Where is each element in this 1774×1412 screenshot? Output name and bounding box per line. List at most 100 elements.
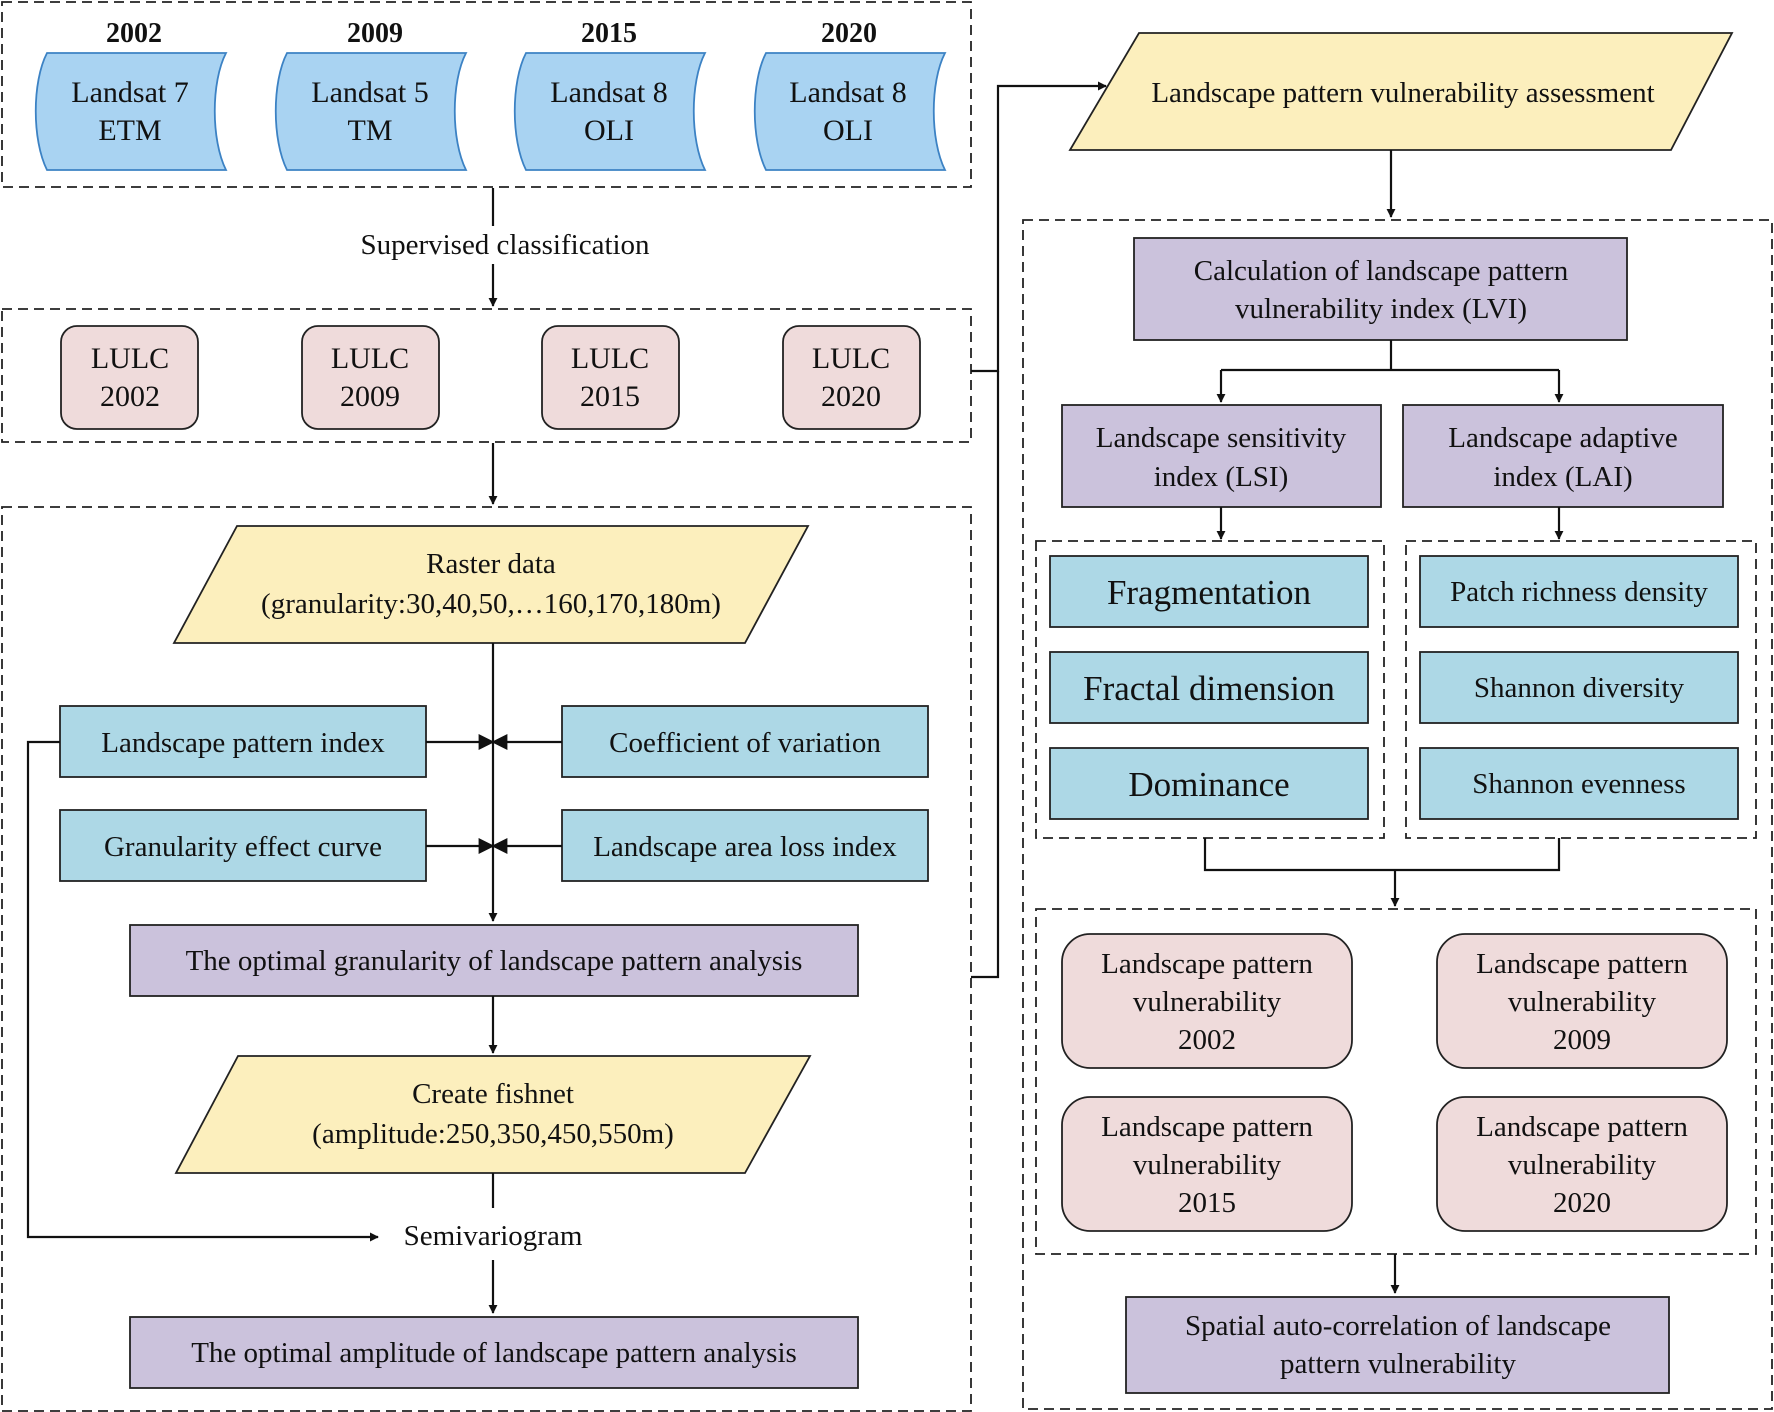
dominance-node: Dominance [1049,747,1369,820]
box [129,1316,859,1389]
granularity-effect-curve-node: Granularity effect curve [59,809,427,882]
lulc-box [782,325,921,430]
parallelogram-shape [174,1055,812,1174]
assessment-node: Landscape pattern vulnerability assessme… [1068,32,1734,151]
lai-line1: Landscape adaptive [1448,422,1677,454]
label: Fragmentation [1107,573,1311,612]
line2: vulnerability [1508,1149,1657,1181]
lvi-line1: Calculation of landscape pattern [1194,255,1569,287]
box [1402,404,1724,508]
lulc-label: LULC [331,342,409,375]
line1: Landscape pattern [1476,1111,1688,1143]
line2: vulnerability [1133,986,1282,1018]
vulnerability-2002-node: Landscape pattern vulnerability 2002 [1061,933,1353,1069]
lulc-2002-node: LULC 2002 [60,325,199,430]
label: The optimal amplitude of landscape patte… [191,1337,797,1369]
parallelogram-shape [172,525,810,644]
merge-connector [1203,838,1561,872]
label: Landscape pattern vulnerability assessme… [1151,77,1654,109]
granularity-to-assessment-line [971,371,1000,979]
line2: vulnerability [1508,986,1657,1018]
fishnet-amplitude: (amplitude:250,350,450,550m) [312,1118,674,1150]
box [1133,237,1628,341]
box [1436,1096,1728,1232]
line1: Landscape pattern [1101,1111,1313,1143]
shannon-diversity-node: Shannon diversity [1419,651,1739,724]
box [1419,651,1739,724]
box [1125,1296,1670,1394]
year: 2009 [1553,1024,1611,1056]
spatial-line2: pattern vulnerability [1280,1348,1516,1380]
lulc-year: 2015 [580,380,640,413]
sensor-name: Landsat 8 [550,76,667,109]
raster-title: Raster data [426,548,556,580]
lulc-group-frame [1,308,972,443]
satellite-group-frame [1,1,972,188]
label: Shannon diversity [1474,672,1685,704]
vulnerability-analysis-frame [1022,219,1773,1410]
landscape-area-loss-node: Landscape area loss index [561,809,929,882]
lulc-to-assessment-arrow [971,81,1107,373]
lsi-node: Landscape sensitivity index (LSI) [1061,404,1382,508]
stored-data-shape [34,52,228,171]
sensor-type: OLI [584,114,634,147]
supervised-classification-label: Supervised classification [360,229,650,261]
lsi-indicator-frame [1035,540,1385,839]
sensor-type: OLI [823,114,873,147]
sensor-name: Landsat 5 [311,76,428,109]
lai-node: Landscape adaptive index (LAI) [1402,404,1724,508]
stored-data-shape [753,52,947,171]
lvi-line2: vulnerability index (LVI) [1235,293,1527,325]
sensor-type: TM [348,114,393,147]
box [129,924,859,997]
line1: Landscape pattern [1101,948,1313,980]
lvi-node: Calculation of landscape pattern vulnera… [1133,237,1628,341]
satellite-2020-node: 2020 Landsat 8 OLI [753,18,947,171]
lulc-2015-node: LULC 2015 [541,325,680,430]
parallelogram-shape [1068,32,1734,151]
optimal-granularity-node: The optimal granularity of landscape pat… [129,924,859,997]
vulnerability-2015-node: Landscape pattern vulnerability 2015 [1061,1096,1353,1232]
pattern-index-to-semivariogram [26,740,379,1242]
box [1049,555,1369,628]
box [59,809,427,882]
landscape-pattern-index-node: Landscape pattern index [59,705,427,778]
box [1049,747,1369,820]
year-label: 2009 [347,18,403,49]
line2: vulnerability [1133,1149,1282,1181]
year: 2020 [1553,1187,1611,1219]
spatial-line1: Spatial auto-correlation of landscape [1185,1310,1611,1342]
label: Granularity effect curve [104,831,382,863]
label: Coefficient of variation [609,727,881,759]
granularity-analysis-frame [1,506,972,1412]
sensor-name: Landsat 7 [71,76,188,109]
spatial-autocorrelation-node: Spatial auto-correlation of landscape pa… [1125,1296,1670,1394]
year: 2015 [1178,1187,1236,1219]
lulc-label: LULC [571,342,649,375]
year-label: 2015 [581,18,637,49]
shannon-evenness-node: Shannon evenness [1419,747,1739,820]
year-label: 2002 [106,18,162,49]
lulc-2009-node: LULC 2009 [301,325,440,430]
box [1419,747,1739,820]
lulc-year: 2009 [340,380,400,413]
lulc-year: 2002 [100,380,160,413]
fractal-dimension-node: Fractal dimension [1049,651,1369,724]
lulc-box [301,325,440,430]
coefficient-of-variation-node: Coefficient of variation [561,705,929,778]
satellite-2002-node: 2002 Landsat 7 ETM [34,18,228,171]
fragmentation-node: Fragmentation [1049,555,1369,628]
vulnerability-2020-node: Landscape pattern vulnerability 2020 [1436,1096,1728,1232]
lulc-year: 2020 [821,380,881,413]
label: The optimal granularity of landscape pat… [186,945,803,977]
lulc-box [541,325,680,430]
box [1061,1096,1353,1232]
sensor-name: Landsat 8 [789,76,906,109]
lulc-label: LULC [91,342,169,375]
raster-data-node: Raster data (granularity:30,40,50,…160,1… [172,525,810,644]
label: Patch richness density [1450,576,1708,608]
line1: Landscape pattern [1476,948,1688,980]
lsi-line1: Landscape sensitivity [1096,422,1347,454]
optimal-amplitude-node: The optimal amplitude of landscape patte… [129,1316,859,1389]
